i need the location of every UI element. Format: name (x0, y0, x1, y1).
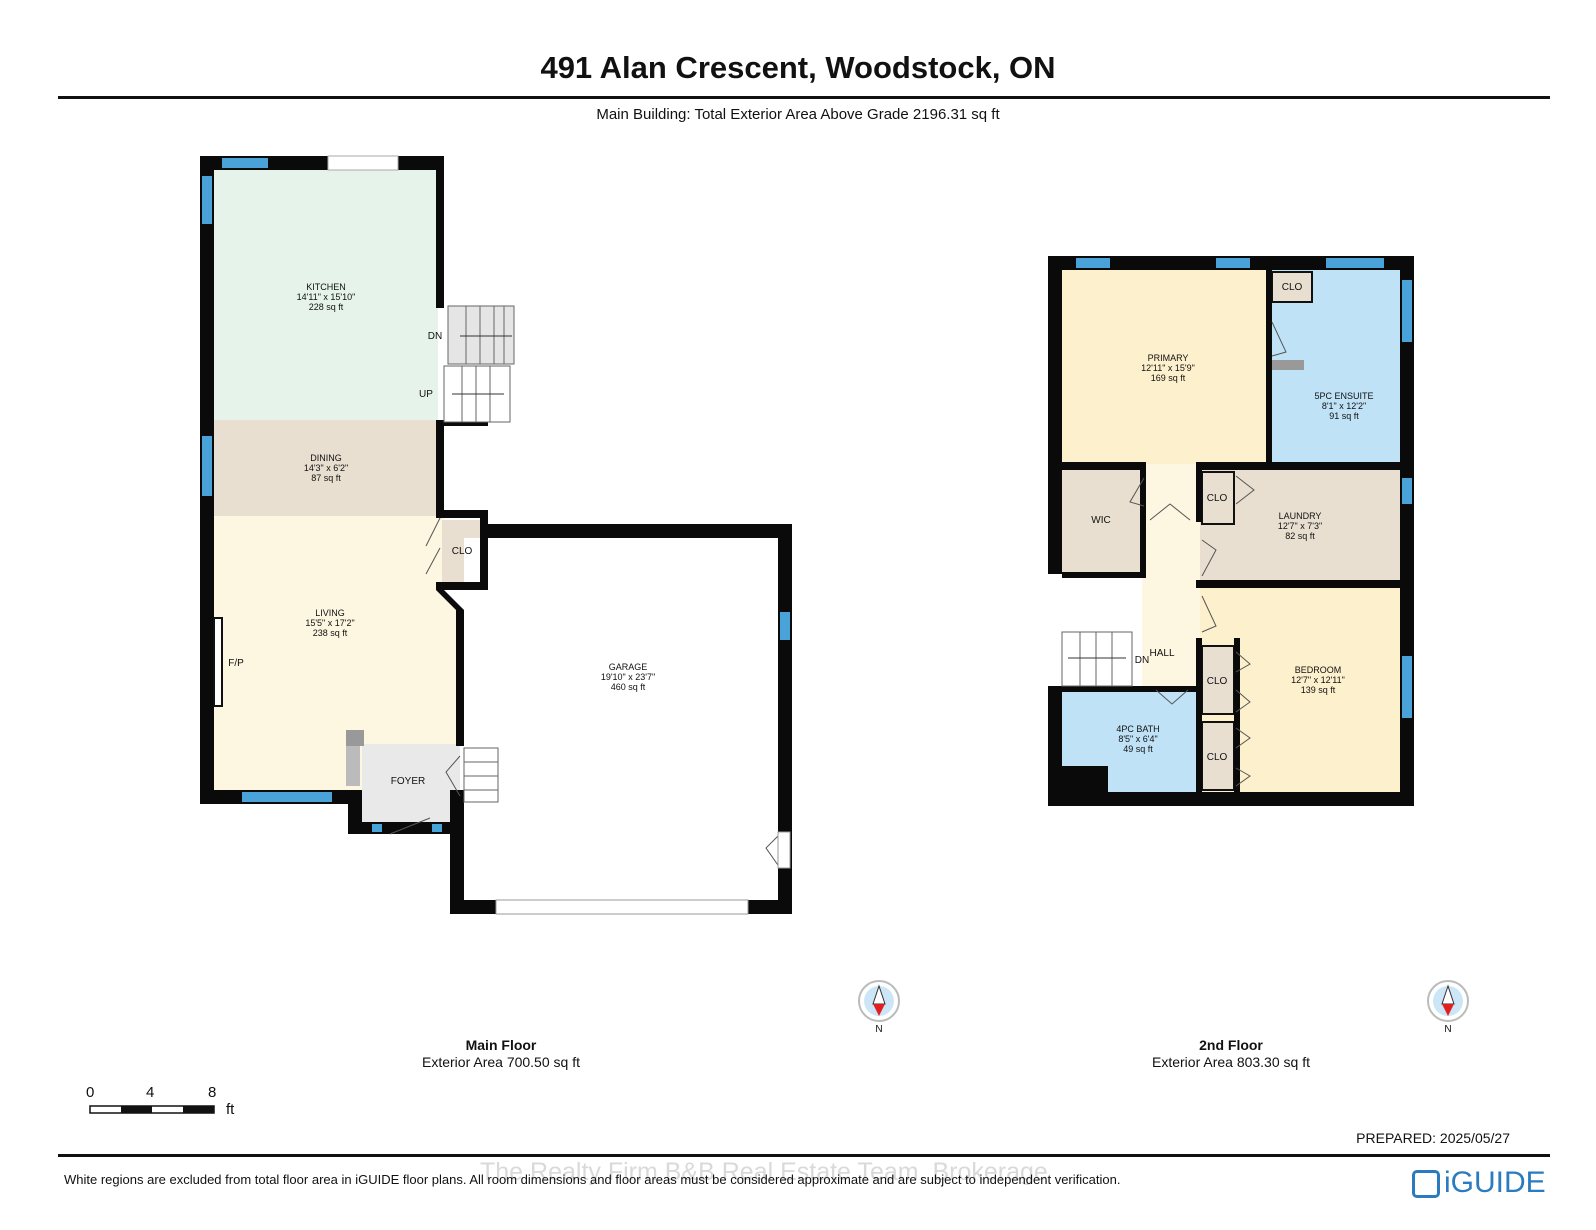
ensuite-name: 5PC ENSUITE (1314, 391, 1373, 401)
bedroom-area-label: 139 sq ft (1301, 685, 1336, 695)
bedroom-closet-label-2: CLO (1207, 752, 1228, 763)
kitchen-name: KITCHEN (306, 282, 346, 292)
kitchen-area (214, 170, 438, 420)
logo-text: iGUIDE (1444, 1166, 1546, 1199)
page-subtitle: Main Building: Total Exterior Area Above… (596, 106, 1000, 123)
primary-area-label: 169 sq ft (1151, 373, 1186, 383)
main-floor-area: Exterior Area 700.50 sq ft (422, 1054, 580, 1070)
second-floor-room-labels: PRIMARY 12'11" x 15'9" 169 sq ft 5PC ENS… (1091, 282, 1373, 763)
main-floor-doors (389, 517, 791, 869)
second-floor-plan (1048, 256, 1414, 806)
stairs-up (443, 365, 511, 423)
stairs-up-label: UP (419, 389, 433, 400)
main-floor-title: Main Floor (465, 1037, 537, 1053)
bath-name: 4PC BATH (1116, 724, 1159, 734)
compass-icon: N (858, 980, 900, 1035)
laundry-closet-label: CLO (1207, 493, 1228, 504)
main-floor-plan (200, 155, 792, 915)
second-floor-area: Exterior Area 803.30 sq ft (1152, 1054, 1310, 1070)
second-floor-walls (1048, 256, 1414, 806)
living-area (214, 516, 460, 790)
bedroom-closet-label-1: CLO (1207, 676, 1228, 687)
primary-area (1062, 270, 1270, 464)
laundry-area-label: 82 sq ft (1285, 531, 1315, 541)
living-area-label: 238 sq ft (313, 628, 348, 638)
scale-tick-0: 0 (86, 1084, 95, 1101)
wic-label: WIC (1091, 515, 1110, 526)
foyer-area (362, 744, 460, 822)
laundry-name: LAUNDRY (1279, 511, 1322, 521)
stairs-down-label: DN (428, 331, 442, 342)
scale-bar (89, 1105, 215, 1114)
primary-dims: 12'11" x 15'9" (1141, 363, 1195, 373)
primary-name: PRIMARY (1148, 353, 1189, 363)
main-floor-room-labels: KITCHEN 14'11" x 15'10" 228 sq ft DINING… (228, 282, 655, 787)
iguide-logo: iGUIDE (1412, 1166, 1546, 1200)
garage-area-label: 460 sq ft (611, 682, 646, 692)
hall-area (1142, 464, 1200, 686)
stairs-down-label-2: DN (1135, 655, 1149, 666)
scale-tick-8: 8 (208, 1084, 217, 1101)
camera-icon (1412, 1170, 1440, 1199)
garage-dims: 19'10" x 23'7" (601, 672, 655, 682)
second-floor-doors (1129, 321, 1287, 787)
footer-divider (58, 1154, 1550, 1157)
upstairs-stairs (1061, 631, 1133, 687)
closet-label: CLO (452, 546, 473, 557)
main-floor-windows (202, 158, 790, 832)
wic-area (1062, 470, 1142, 572)
ensuite-dims: 8'1" x 12'2" (1322, 401, 1366, 411)
living-dims: 15'5" x 17'2" (305, 618, 354, 628)
scale-unit: ft (226, 1101, 235, 1118)
bath-dims: 8'5" x 6'4" (1118, 734, 1157, 744)
stairs-down (447, 305, 515, 365)
compass-icon: N (1427, 980, 1469, 1035)
upstairs-closets (1201, 271, 1313, 791)
garage-steps (463, 747, 499, 803)
second-floor-windows (1076, 258, 1412, 718)
garage-area (464, 538, 778, 900)
living-name: LIVING (315, 608, 345, 618)
dining-dims: 14'3" x 6'2" (304, 463, 348, 473)
bath-area-label: 49 sq ft (1123, 744, 1153, 754)
header-divider (58, 96, 1550, 99)
bedroom-dims: 12'7" x 12'11" (1291, 675, 1345, 685)
scale-tick-4: 4 (146, 1084, 155, 1101)
ensuite-area-label: 91 sq ft (1329, 411, 1359, 421)
disclaimer-text: White regions are excluded from total fl… (64, 1172, 1121, 1187)
dining-area-label: 87 sq ft (311, 473, 341, 483)
kitchen-area-label: 228 sq ft (309, 302, 344, 312)
foyer-label: FOYER (391, 776, 425, 787)
prepared-date: PREPARED: 2025/05/27 (1356, 1130, 1510, 1146)
laundry-dims: 12'7" x 7'3" (1278, 521, 1322, 531)
second-floor-title: 2nd Floor (1199, 1037, 1263, 1053)
fireplace-label: F/P (228, 658, 244, 669)
ensuite-closet-label: CLO (1282, 282, 1303, 293)
dining-name: DINING (310, 453, 342, 463)
garage-name: GARAGE (609, 662, 648, 672)
bedroom-name: BEDROOM (1295, 665, 1342, 675)
compass-north-label: N (875, 1024, 882, 1035)
brokerage-watermark: The Realty Firm B&B Real Estate Team, Br… (480, 1158, 1048, 1186)
dining-area (214, 420, 438, 516)
page-title: 491 Alan Crescent, Woodstock, ON (540, 50, 1056, 85)
hall-label: HALL (1149, 648, 1174, 659)
kitchen-dims: 14'11" x 15'10" (297, 292, 356, 302)
compass-north-label-2: N (1444, 1024, 1451, 1035)
